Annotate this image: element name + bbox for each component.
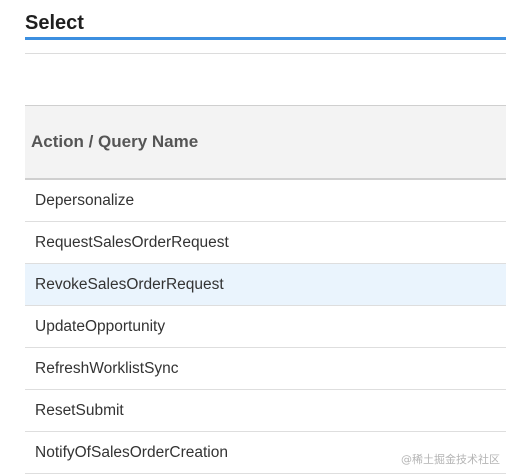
divider: [25, 53, 506, 54]
row-label: NotifyOfSalesOrderCreation: [35, 443, 228, 461]
row-label: RefreshWorklistSync: [35, 359, 179, 377]
row-label: RevokeSalesOrderRequest: [35, 275, 224, 293]
table-row[interactable]: Depersonalize: [25, 180, 506, 222]
table-row[interactable]: RefreshWorklistSync: [25, 348, 506, 390]
table-row[interactable]: ResetSubmit: [25, 390, 506, 432]
row-label: UpdateOpportunity: [35, 317, 166, 335]
row-label: RequestSalesOrderRequest: [35, 233, 229, 251]
table-row[interactable]: UpdateOpportunity: [25, 306, 506, 348]
section-header: Select: [25, 8, 506, 40]
table-header: Action / Query Name: [25, 105, 506, 180]
table-row[interactable]: RequestSalesOrderRequest: [25, 222, 506, 264]
watermark: @稀土掘金技术社区: [401, 453, 500, 466]
row-label: ResetSubmit: [35, 401, 124, 419]
table-body: Depersonalize RequestSalesOrderRequest R…: [25, 180, 506, 474]
action-query-table: Action / Query Name Depersonalize Reques…: [25, 105, 506, 474]
table-row[interactable]: RevokeSalesOrderRequest: [25, 264, 506, 306]
row-label: Depersonalize: [35, 191, 135, 209]
section-title: Select: [25, 12, 84, 34]
column-header-action-query-name[interactable]: Action / Query Name: [31, 132, 199, 151]
